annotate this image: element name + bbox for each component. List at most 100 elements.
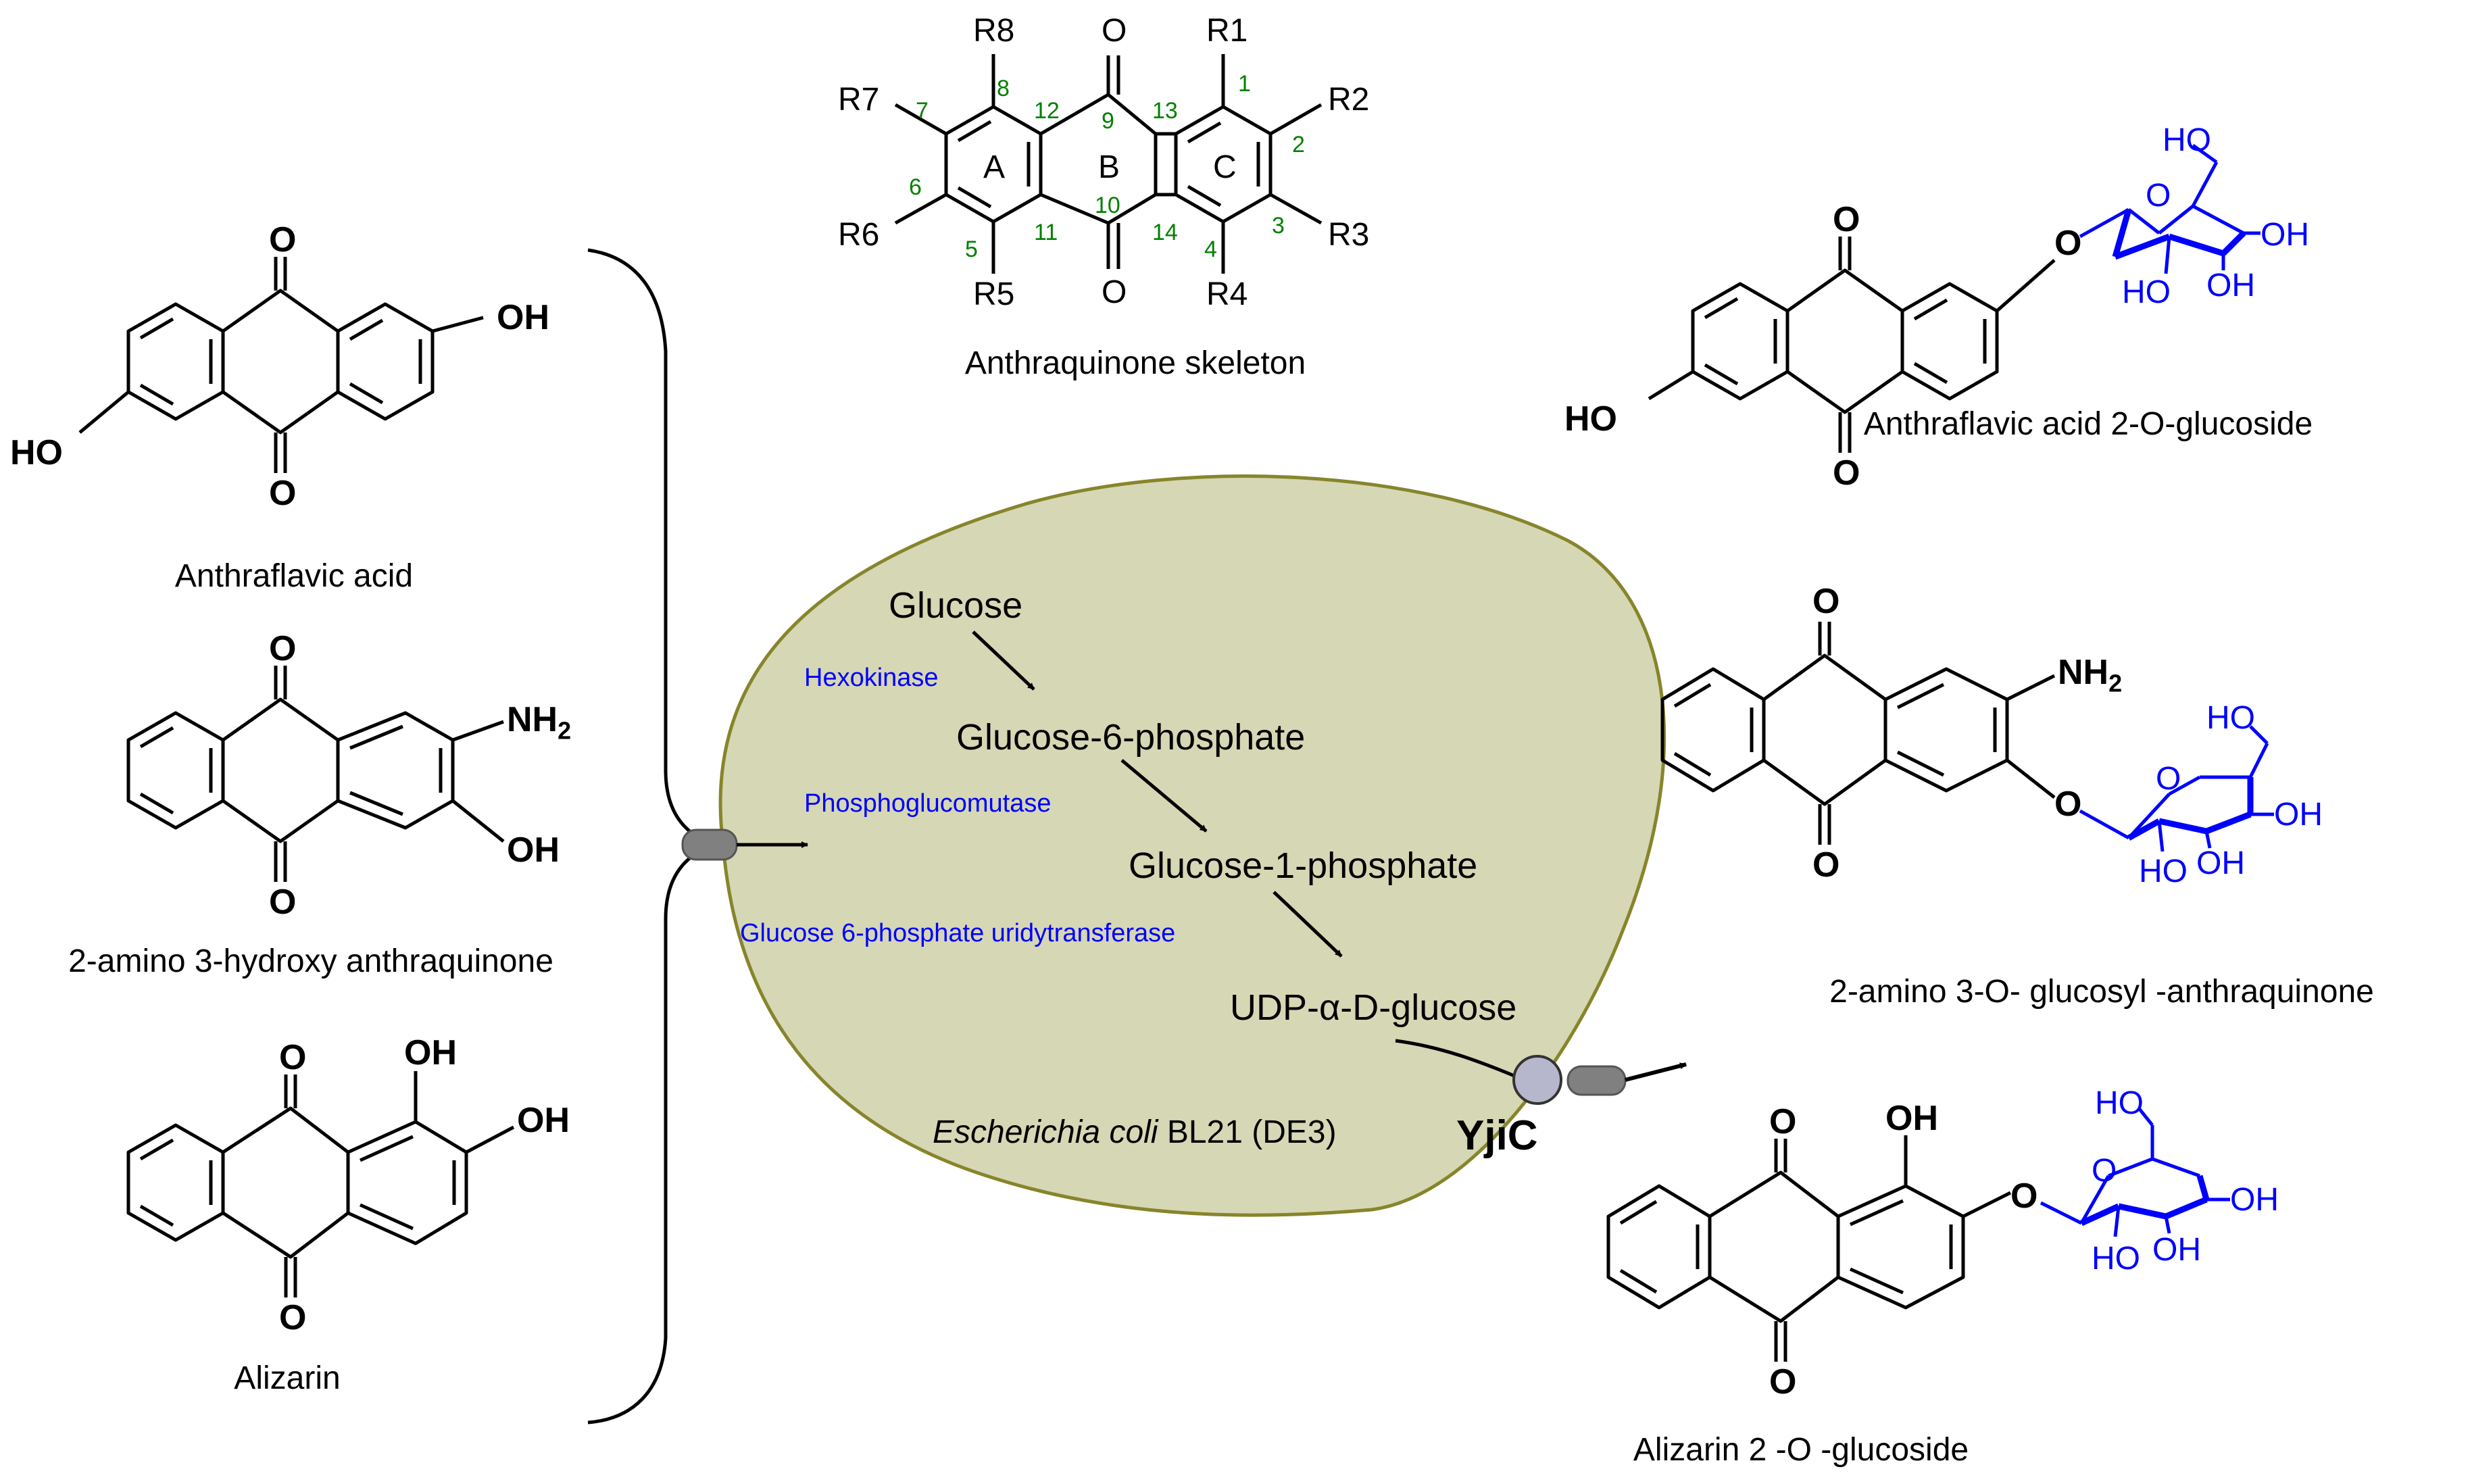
prod1-oh-3: OH <box>2206 268 2255 303</box>
prod2-oxygen-bottom: O <box>1812 845 1840 885</box>
locant-5: 5 <box>965 237 978 262</box>
prod1-oxygen-bottom: O <box>1833 453 1860 493</box>
locant-14: 14 <box>1152 220 1178 245</box>
prod2-oh-3: OH <box>2196 845 2245 881</box>
locant-2: 2 <box>1292 132 1305 157</box>
metabolite-glucose: Glucose <box>889 585 1023 626</box>
product1-aglycone-structure <box>1648 237 2056 453</box>
enzyme-uridyltransferase: Glucose 6-phosphate uridytransferase <box>740 919 1176 947</box>
sub1-ho: HO <box>10 433 63 472</box>
anthraflavic-acid-structure <box>78 257 484 473</box>
prod1-ho: HO <box>1564 399 1617 439</box>
product1-glucose-ring <box>2079 143 2261 274</box>
skeleton-r5: R5 <box>973 276 1015 312</box>
sub2-oh: OH <box>507 831 560 870</box>
prod2-oh-4: OH <box>2274 797 2323 833</box>
prod3-ho-2: HO <box>2092 1241 2140 1277</box>
prod1-name: Anthraflavic acid 2-O-glucoside <box>1863 406 2313 442</box>
skeleton-r8: R8 <box>973 13 1015 49</box>
export-arrow <box>1625 1062 1687 1082</box>
yjic-label: YjiC <box>1456 1112 1538 1159</box>
locant-6: 6 <box>909 174 922 200</box>
metabolite-g1p: Glucose-1-phosphate <box>1129 845 1478 886</box>
prod1-ho-6: HO <box>2163 122 2211 158</box>
sub3-oh-1: OH <box>404 1033 457 1072</box>
product2-aglycone-structure <box>1660 622 2056 845</box>
skeleton-r1: R1 <box>1206 13 1248 49</box>
yjic-enzyme-ball <box>1512 1055 1562 1105</box>
prod2-ring-o: O <box>2156 761 2181 797</box>
sub2-nh2: NH2 <box>507 700 572 745</box>
substrate-bracket <box>587 248 701 1425</box>
product3-aglycone-structure <box>1606 1135 2012 1362</box>
sub2-name: 2-amino 3-hydroxy anthraquinone <box>68 943 553 979</box>
product3-glucose-ring <box>2040 1107 2230 1237</box>
enzyme-hexokinase: Hexokinase <box>804 664 939 692</box>
ring-label-c: C <box>1213 149 1237 185</box>
skeleton-r4: R4 <box>1206 276 1248 312</box>
sub3-oxygen-bottom: O <box>279 1298 307 1337</box>
prod3-ho-6: HO <box>2095 1085 2144 1121</box>
ring-label-b: B <box>1098 149 1120 185</box>
metabolite-udp-glucose: UDP-α-D-glucose <box>1230 987 1517 1028</box>
prod2-ho-2: HO <box>2139 854 2188 889</box>
prod3-oh: OH <box>1885 1099 1938 1138</box>
prod1-ho-2: HO <box>2122 274 2171 310</box>
sub2-oxygen-bottom: O <box>269 883 297 922</box>
host-organism-label: Escherichia coli BL21 (DE3) <box>933 1114 1337 1150</box>
enzyme-phosphoglucomutase: Phosphoglucomutase <box>804 789 1052 818</box>
alizarin-structure <box>126 1071 515 1297</box>
prod2-glycosidic-o: O <box>2054 785 2082 824</box>
prod1-oh-4: OH <box>2261 217 2309 253</box>
sub3-oh-2: OH <box>517 1101 570 1140</box>
prod2-oxygen-top: O <box>1812 582 1840 621</box>
pathway-arrows <box>972 630 1343 958</box>
prod1-ring-o: O <box>2146 178 2171 214</box>
skeleton-r7: R7 <box>838 82 880 118</box>
skeleton-r6: R6 <box>838 217 880 253</box>
prod1-glycosidic-o: O <box>2054 224 2082 263</box>
locant-4: 4 <box>1204 237 1217 262</box>
locant-11: 11 <box>1034 220 1058 245</box>
prod1-oxygen-top: O <box>1833 200 1860 239</box>
skeleton-r3: R3 <box>1328 217 1370 253</box>
skeleton-oxygen-bottom: O <box>1102 274 1127 310</box>
skeleton-structure <box>894 54 1323 274</box>
udp-to-yjic-curve <box>1395 1039 1528 1083</box>
prod3-oh-4: OH <box>2230 1182 2279 1218</box>
prod3-oxygen-top: O <box>1769 1102 1797 1141</box>
prod3-ring-o: O <box>2092 1153 2117 1189</box>
product2-glucose-ring <box>2079 725 2274 852</box>
metabolite-g6p: Glucose-6-phosphate <box>956 717 1306 758</box>
sub2-oxygen-top: O <box>269 629 297 668</box>
prod3-oxygen-bottom: O <box>1769 1362 1797 1402</box>
sub1-oh: OH <box>497 298 549 337</box>
export-transporter <box>1566 1065 1627 1096</box>
import-transporter <box>681 828 738 861</box>
ring-label-a: A <box>983 149 1006 185</box>
prod2-name: 2-amino 3-O- glucosyl -anthraquinone <box>1829 974 2374 1010</box>
skeleton-caption: Anthraquinone skeleton <box>964 345 1306 381</box>
locant-1: 1 <box>1238 71 1251 97</box>
prod3-name: Alizarin 2 -O -glucoside <box>1633 1432 1969 1468</box>
sub1-oxygen-bottom: O <box>269 474 297 513</box>
locant-3: 3 <box>1272 213 1285 239</box>
skeleton-oxygen-top: O <box>1102 13 1127 49</box>
amino-hydroxy-anthraquinone-structure <box>126 666 505 882</box>
prod2-ho-6: HO <box>2206 700 2255 736</box>
locant-12: 12 <box>1034 98 1060 124</box>
sub3-oxygen-top: O <box>279 1038 307 1077</box>
prod3-oh-3: OH <box>2152 1232 2201 1268</box>
locant-10: 10 <box>1095 193 1120 218</box>
locant-8: 8 <box>997 76 1010 101</box>
locant-9: 9 <box>1102 108 1114 134</box>
sub3-name: Alizarin <box>234 1360 341 1396</box>
sub1-name: Anthraflavic acid <box>174 558 414 594</box>
prod2-nh2: NH2 <box>2058 653 2123 697</box>
locant-13: 13 <box>1152 98 1178 124</box>
locant-7: 7 <box>916 98 929 124</box>
sub1-oxygen-top: O <box>269 220 297 259</box>
ecoli-cell <box>718 474 1666 1217</box>
skeleton-r2: R2 <box>1328 82 1370 118</box>
